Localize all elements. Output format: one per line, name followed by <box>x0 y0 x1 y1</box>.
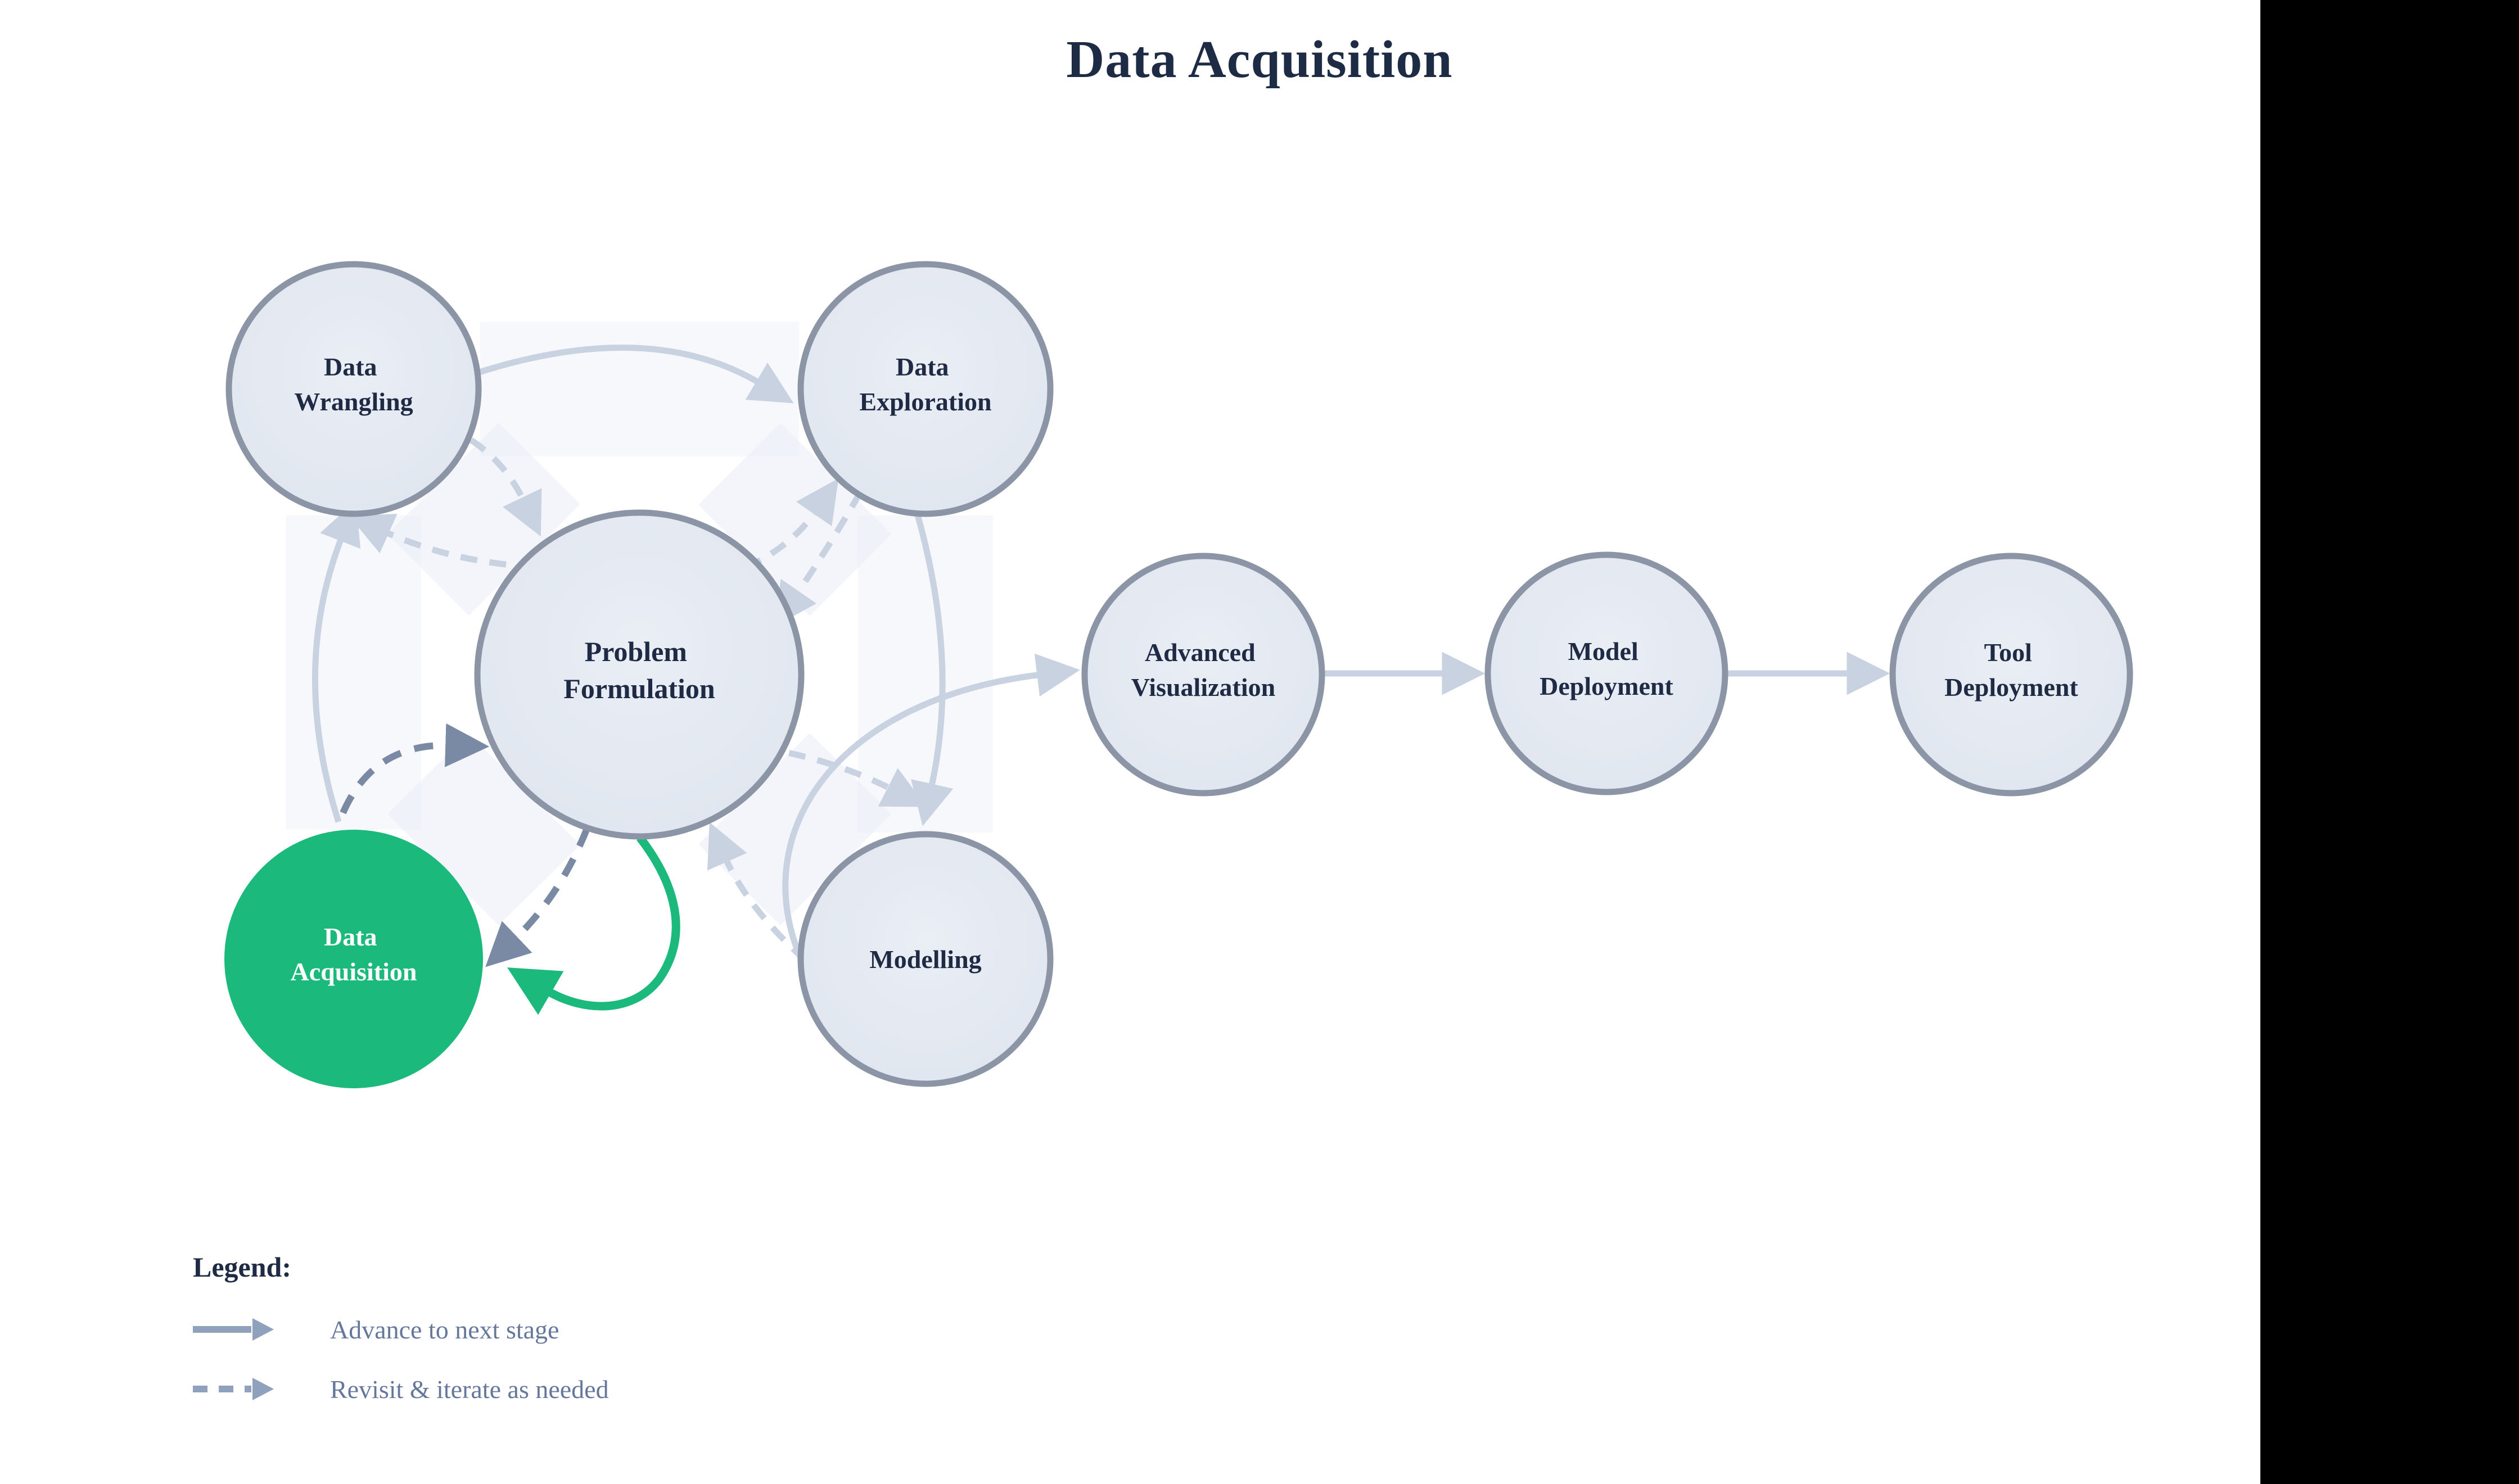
node-problem-formulation-label: Problem Formulation <box>563 636 715 704</box>
legend-heading: Legend: <box>193 1251 291 1283</box>
arrow-de-to-pf-revisit <box>774 491 863 627</box>
node-label-line: Acquisition <box>291 957 417 986</box>
legend-label-advance: Advance to next stage <box>330 1315 559 1344</box>
node-modelling: Modelling <box>797 831 1054 1087</box>
node-advanced-visualization-label: Advanced Visualization <box>1131 638 1275 702</box>
node-label-line: Exploration <box>859 387 991 416</box>
arrow-da-to-pf-revisit <box>340 723 490 815</box>
page-title: Data Acquisition <box>1066 30 1453 89</box>
wedge-pf-dw <box>387 423 580 616</box>
dashed-arrow-swatch <box>193 1386 251 1392</box>
node-label-line: Problem <box>585 636 687 667</box>
legend-row-revisit: Revisit & iterate as needed <box>193 1374 609 1404</box>
wedge-pf-de <box>698 423 892 616</box>
node-label-line: Visualization <box>1131 673 1275 702</box>
node-label-line: Formulation <box>563 673 715 704</box>
legend: Legend: Advance to next stage Revisit & … <box>193 1251 609 1404</box>
node-model-deployment-circle <box>1484 551 1728 795</box>
node-label-line: Data <box>896 352 949 381</box>
node-data-exploration-label: Data Exploration <box>859 352 991 416</box>
node-data-wrangling-circle <box>225 261 482 517</box>
node-label-line: Deployment <box>1540 672 1673 700</box>
arrow-modelling-to-pf-revisit <box>707 822 807 963</box>
node-label-line: Tool <box>1984 638 2032 667</box>
node-problem-formulation: Problem Formulation <box>474 509 805 840</box>
node-label-line: Wrangling <box>294 387 413 416</box>
node-data-wrangling: Data Wrangling <box>225 261 482 517</box>
node-label-line: Modelling <box>869 945 981 974</box>
node-label-line: Model <box>1568 637 1638 666</box>
node-tool-deployment: Tool Deployment <box>1889 553 2133 797</box>
letterbox-bar <box>2260 0 2519 1484</box>
node-data-acquisition-active: Data Acquisition <box>224 830 483 1088</box>
node-data-exploration: Data Exploration <box>797 261 1054 517</box>
legend-row-advance: Advance to next stage <box>193 1315 609 1344</box>
node-data-exploration-circle <box>797 261 1054 517</box>
node-label-line: Data <box>324 352 377 381</box>
wedge-pf-da <box>387 734 580 925</box>
diagram-canvas: Problem Formulation Data Wrangling Data … <box>0 0 2260 1484</box>
node-problem-formulation-circle <box>474 509 805 840</box>
node-label-line: Deployment <box>1944 673 2078 702</box>
node-data-wrangling-label: Data Wrangling <box>294 352 413 416</box>
node-tool-deployment-circle <box>1889 553 2133 797</box>
wedge-de-modelling <box>858 515 993 833</box>
arrowhead-icon <box>252 1318 274 1341</box>
node-modelling-circle <box>797 831 1054 1087</box>
arrow-da-to-dw <box>312 500 361 823</box>
node-model-deployment-label: Model Deployment <box>1540 637 1673 700</box>
node-advanced-visualization-circle <box>1081 553 1325 797</box>
arrow-pf-to-modelling-revisit <box>760 744 927 807</box>
node-data-acquisition-circle <box>224 830 483 1088</box>
arrow-pf-to-da-advance-active <box>507 835 680 1015</box>
advance-arrows <box>312 345 1890 972</box>
legend-label-revisit: Revisit & iterate as needed <box>330 1374 609 1404</box>
revisit-arrows-highlight <box>340 723 590 967</box>
node-model-deployment: Model Deployment <box>1484 551 1728 795</box>
node-label-line: Data <box>324 922 377 951</box>
arrowhead-icon <box>252 1378 274 1400</box>
arrow-dw-to-de <box>449 345 794 404</box>
node-label-line: Advanced <box>1145 638 1256 667</box>
node-modelling-label: Modelling <box>869 945 981 974</box>
wedge-dw-de <box>480 322 799 456</box>
node-data-acquisition-label: Data Acquisition <box>291 922 417 986</box>
solid-arrow-swatch <box>193 1326 251 1333</box>
arrow-de-to-modelling <box>911 514 954 826</box>
node-advanced-visualization: Advanced Visualization <box>1081 553 1325 797</box>
wedge-da-dw <box>286 515 421 830</box>
node-tool-deployment-label: Tool Deployment <box>1944 638 2078 702</box>
arrow-modelling-to-av <box>782 653 1080 972</box>
arrow-pf-to-da-revisit <box>485 827 590 967</box>
workflow-diagram: Problem Formulation Data Wrangling Data … <box>224 261 2133 1088</box>
